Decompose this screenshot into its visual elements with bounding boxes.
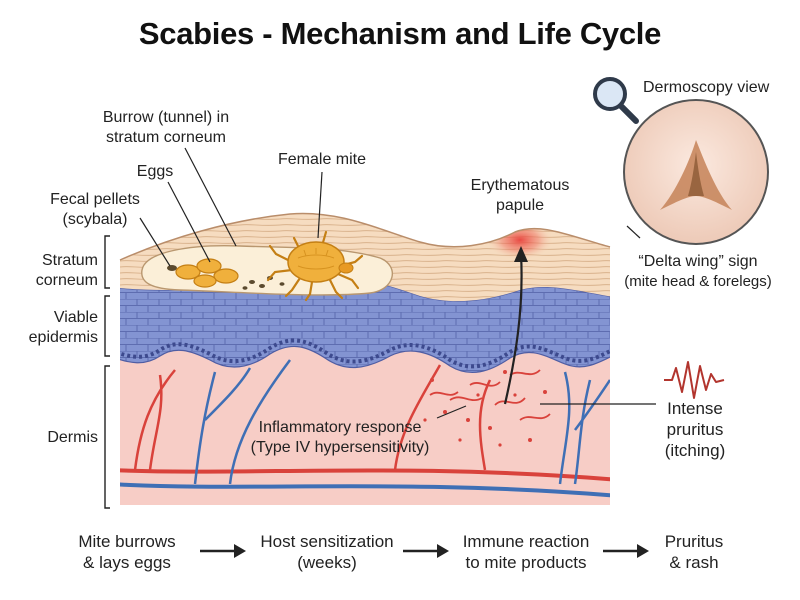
pruritus-line1: Intense bbox=[667, 399, 723, 418]
pruritus-line2: pruritus bbox=[666, 420, 724, 439]
stratum-corneum-label: Stratum corneum bbox=[0, 251, 98, 291]
flow-step-line1: Mite burrows bbox=[78, 532, 176, 551]
flow-step-line1: Immune reaction bbox=[462, 532, 590, 551]
viable-epidermis-label: Viable epidermis bbox=[0, 308, 98, 348]
flow-step: Mite burrows & lays eggs bbox=[52, 531, 202, 573]
flow-step-line1: Pruritus bbox=[664, 532, 724, 551]
leader-lines bbox=[139, 147, 656, 419]
dermoscopy-label: Dermoscopy view bbox=[643, 79, 770, 96]
inflammatory-line1: Inflammatory response bbox=[258, 419, 422, 436]
stratum-corneum-line2: corneum bbox=[35, 272, 98, 289]
inflammation bbox=[429, 369, 551, 421]
page-title: Scabies - Mechanism and Life Cycle bbox=[138, 16, 662, 51]
eggs-label: Eggs bbox=[136, 163, 174, 180]
flow-step: Immune reaction to mite products bbox=[448, 531, 604, 573]
inflammatory-line2: (Type IV hypersensitivity) bbox=[250, 439, 430, 456]
dermis-label: Dermis bbox=[47, 429, 98, 446]
arrow-right-icon bbox=[403, 544, 449, 558]
burrow-label: Burrow (tunnel) in stratum corneum bbox=[66, 108, 266, 148]
inflammatory-response-label: Inflammatory response (Type IV hypersens… bbox=[232, 418, 448, 458]
burrow-label-line2: stratum corneum bbox=[105, 129, 227, 146]
artery bbox=[120, 468, 610, 482]
fecal-pellets-line1: Fecal pellets bbox=[50, 191, 140, 208]
delta-wing-line1: “Delta wing” sign bbox=[638, 253, 758, 270]
stratum-corneum-line1: Stratum bbox=[41, 252, 98, 269]
fecal-pellets-line2: (scybala) bbox=[62, 211, 128, 228]
arrow-right-icon bbox=[200, 544, 246, 558]
papule-arrow bbox=[503, 246, 528, 405]
capillaries bbox=[133, 359, 610, 485]
itch-wave-icon bbox=[664, 361, 725, 399]
vein bbox=[120, 482, 610, 498]
delta-wing-sign-label: “Delta wing” sign (mite head & forelegs) bbox=[608, 252, 788, 292]
burrow-label-line1: Burrow (tunnel) in bbox=[102, 109, 230, 126]
viable-epidermis-line2: epidermis bbox=[28, 329, 98, 346]
flow-step-line2: & lays eggs bbox=[83, 553, 171, 572]
flow-step-line2: & rash bbox=[669, 553, 719, 572]
eggs bbox=[175, 258, 239, 288]
papule-label: Erythematous papule bbox=[450, 176, 590, 216]
flow-arrows bbox=[200, 544, 649, 558]
magnifier-icon bbox=[593, 77, 639, 124]
inflammatory-cells bbox=[423, 370, 547, 447]
fecal-pellets-label: Fecal pellets (scybala) bbox=[30, 190, 160, 230]
delta-wing-line2: (mite head & forelegs) bbox=[624, 273, 772, 290]
flow-step: Host sensitization (weeks) bbox=[250, 531, 404, 573]
female-mite-label: Female mite bbox=[277, 151, 367, 168]
papule-label-line2: papule bbox=[495, 197, 545, 214]
skin-block bbox=[120, 213, 610, 505]
flow-step: Pruritus & rash bbox=[646, 531, 742, 573]
layer-brackets bbox=[104, 235, 110, 509]
pruritus-line3: (itching) bbox=[664, 441, 726, 460]
female-mite bbox=[266, 230, 364, 302]
dermoscopy-view bbox=[623, 99, 769, 245]
pruritus-label: Intense pruritus (itching) bbox=[650, 398, 740, 461]
flow-step-line2: to mite products bbox=[465, 553, 587, 572]
flow-step-line2: (weeks) bbox=[297, 553, 357, 572]
viable-epidermis-line1: Viable bbox=[53, 309, 98, 326]
flow-step-line1: Host sensitization bbox=[260, 532, 394, 551]
arrow-right-icon bbox=[603, 544, 649, 558]
papule-label-line1: Erythematous bbox=[470, 177, 570, 194]
